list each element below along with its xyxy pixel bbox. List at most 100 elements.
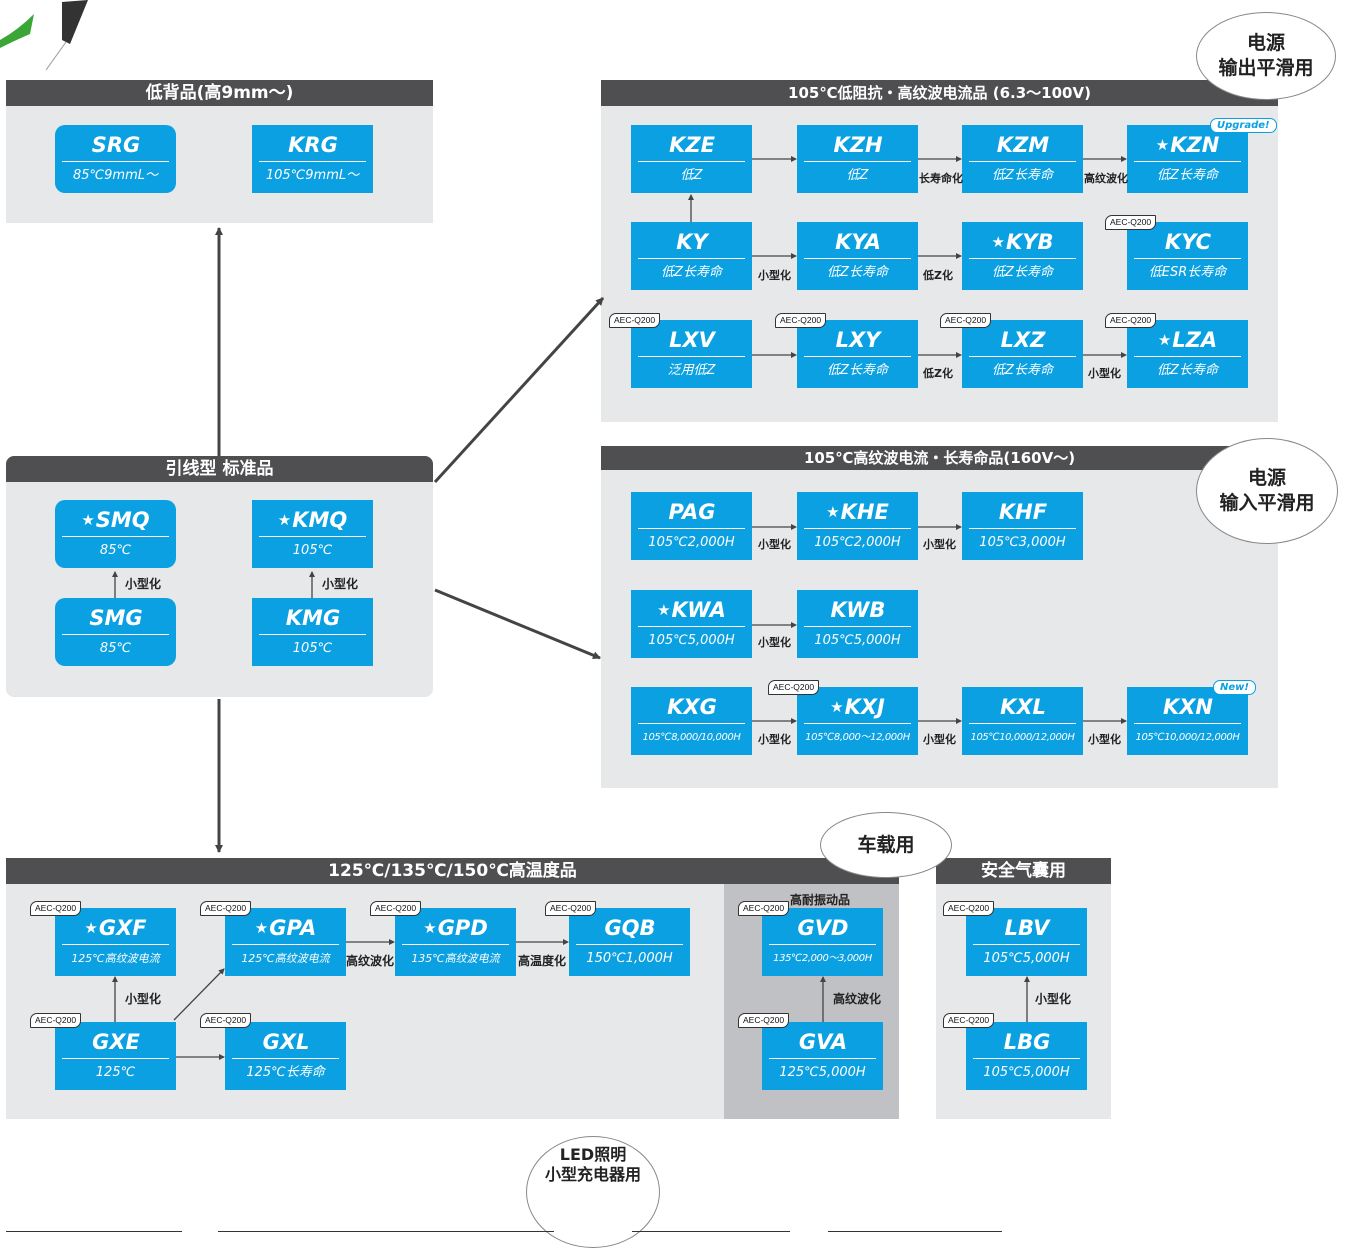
edge-label-miniaturize: 小型化 [125, 577, 162, 591]
series-name: GPA [269, 916, 317, 940]
series-name: KZM [996, 133, 1050, 157]
bottom-divider [6, 1231, 182, 1232]
aec-q200-tag: AEC-Q200 [609, 313, 661, 328]
edge-label-high-ripple: 高纹波化 [1084, 172, 1128, 185]
aec-q200-tag: AEC-Q200 [200, 1013, 252, 1028]
standard-title: 引线型 标准品 [6, 456, 433, 482]
aec-q200-tag: AEC-Q200 [1105, 313, 1157, 328]
series-spec: 低Z长寿命 [661, 265, 722, 280]
edge-label-miniaturize: 小型化 [923, 733, 956, 746]
series-spec: 低Z [846, 168, 869, 183]
series-spec: 85℃ [99, 641, 132, 656]
series-name: GVD [797, 916, 849, 940]
series-spec: 105℃ [292, 543, 333, 558]
series-name: LXV [669, 328, 715, 352]
low-profile-title: 低背品(高9mm～) [6, 80, 433, 106]
series-name: KYB [1005, 230, 1054, 254]
led-bubble: LED照明 小型充电器用 [526, 1136, 660, 1248]
bottom-divider [632, 1231, 790, 1232]
corner-logo [0, 0, 110, 71]
aec-q200-tag: AEC-Q200 [943, 901, 995, 916]
series-name: LZA [1172, 328, 1218, 352]
low-impedance-title: 105℃低阻抗・高纹波电流品 (6.3～100V) [601, 80, 1278, 106]
series-node-smg[interactable]: SMG 85℃ [55, 598, 176, 666]
series-spec: 85℃ [99, 543, 132, 558]
series-node-lxy[interactable]: LXY 低Z长寿命 [797, 320, 918, 388]
series-name: GVA [798, 1030, 848, 1054]
edge-label-miniaturize: 小型化 [758, 636, 791, 649]
series-spec: 105℃2,000H [814, 535, 901, 550]
edge-label-high-ripple: 高纹波化 [346, 954, 395, 968]
series-spec: 低Z长寿命 [827, 265, 888, 280]
series-spec: 150℃1,000H [586, 951, 673, 966]
series-name: KMG [285, 606, 341, 630]
series-spec: 135℃高纹波电流 [411, 952, 500, 965]
series-spec: 125℃ [95, 1065, 136, 1080]
automotive-bubble: 车载用 [820, 812, 952, 878]
airbag-title: 安全气囊用 [936, 858, 1111, 884]
series-name: LXY [835, 328, 881, 352]
star-icon: ★ [254, 919, 269, 937]
series-name: LBV [1004, 916, 1050, 940]
aec-q200-tag: AEC-Q200 [940, 313, 992, 328]
series-spec: 105℃8,000～12,000H [805, 732, 910, 743]
series-name: KWA [671, 598, 726, 622]
aec-q200-tag: AEC-Q200 [1105, 215, 1157, 230]
series-name: SMG [89, 606, 143, 630]
series-spec: 105℃8,000/10,000H [642, 732, 741, 743]
series-name: PAG [668, 500, 716, 524]
bubble-line: 电源 [1246, 32, 1285, 54]
high-ripple-title: 105℃高纹波电流・长寿命品(160V～) [601, 446, 1278, 470]
star-icon: ★ [657, 601, 671, 619]
series-name: GXL [262, 1030, 310, 1054]
series-name: SMQ [95, 508, 150, 532]
star-icon: ★ [277, 511, 292, 529]
power-input-bubble: 电源 输入平滑用 [1196, 438, 1338, 544]
series-node-gqb[interactable]: GQB 150℃1,000H [569, 908, 690, 976]
series-spec: 低Z长寿命 [827, 363, 888, 378]
series-spec: 105℃9mmL～ [265, 168, 360, 183]
aec-q200-tag: AEC-Q200 [738, 901, 790, 916]
series-name: LXZ [1000, 328, 1046, 352]
edge-label-low-z: 低Z化 [923, 269, 953, 282]
series-name: GQB [604, 916, 656, 940]
edge-label-miniaturize: 小型化 [125, 992, 162, 1006]
series-spec: 125℃高纹波电流 [71, 952, 160, 965]
star-icon: ★ [84, 919, 98, 937]
aec-q200-tag: AEC-Q200 [30, 901, 82, 916]
